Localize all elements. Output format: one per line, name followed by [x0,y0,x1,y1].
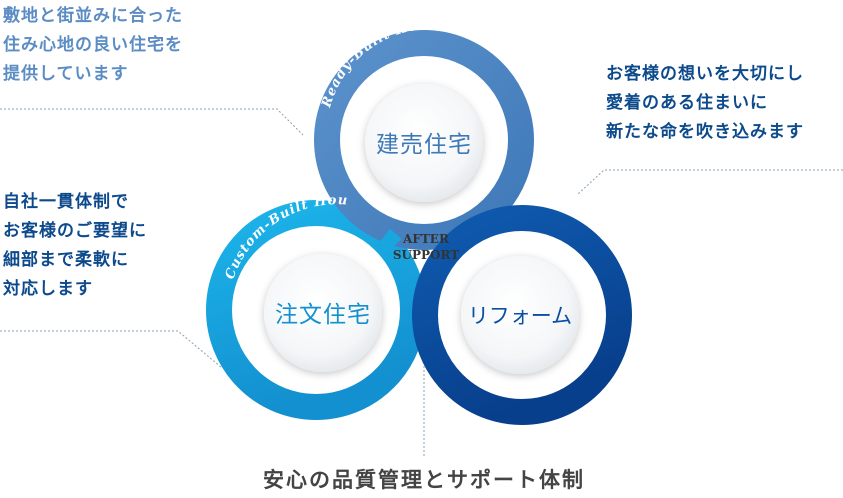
custom-built-disc [264,254,382,372]
ready-built-disc [365,84,483,202]
custom-built-description-line: お客様のご要望に [3,221,147,241]
custom-built-description-line: 自社一貫体制で [3,192,129,212]
custom-built-arc-label: Custom-Built House [0,0,349,281]
remodeling-disc [461,256,579,374]
ready-built-description-line: 提供しています [3,64,129,84]
custom-built-leader-line [0,330,223,369]
remodeling-description-line: お客様の想いを大切にし [606,64,804,84]
custom-built-ring-overlap [373,228,402,258]
ready-built-leader-line [0,108,304,136]
ready-built-description-line: 住み心地の良い住宅を [3,35,183,55]
ready-built-ring [314,30,534,250]
diagram-caption: 安心の品質管理とサポート体制 [263,467,585,492]
remodeling-ring [412,205,632,425]
after-support-label-line1: AFTER [402,232,450,246]
ready-built-title: 建売住宅 [376,132,472,158]
custom-built-description-line: 対応します [3,279,93,299]
remodeling-description-line: 新たな命を吹き込みます [606,122,804,142]
remodeling-description: お客様の想いを大切にし 愛着のある住まいに 新たな命を吹き込みます [606,60,804,147]
remodeling-leader-line [577,169,843,195]
ready-built-description: 敷地と街並みに合った 住み心地の良い住宅を 提供しています [3,2,183,89]
ready-built-description-line: 敷地と街並みに合った [3,6,183,26]
remodeling-title: リフォーム [468,304,572,328]
remodeling-description-line: 愛着のある住まいに [606,93,768,113]
custom-built-title: 注文住宅 [275,302,371,328]
custom-built-description-line: 細部まで柔軟に [3,250,129,270]
custom-built-description: 自社一貫体制で お客様のご要望に 細部まで柔軟に 対応します [3,188,147,304]
after-support-label-line2: SUPPORT [393,248,459,262]
